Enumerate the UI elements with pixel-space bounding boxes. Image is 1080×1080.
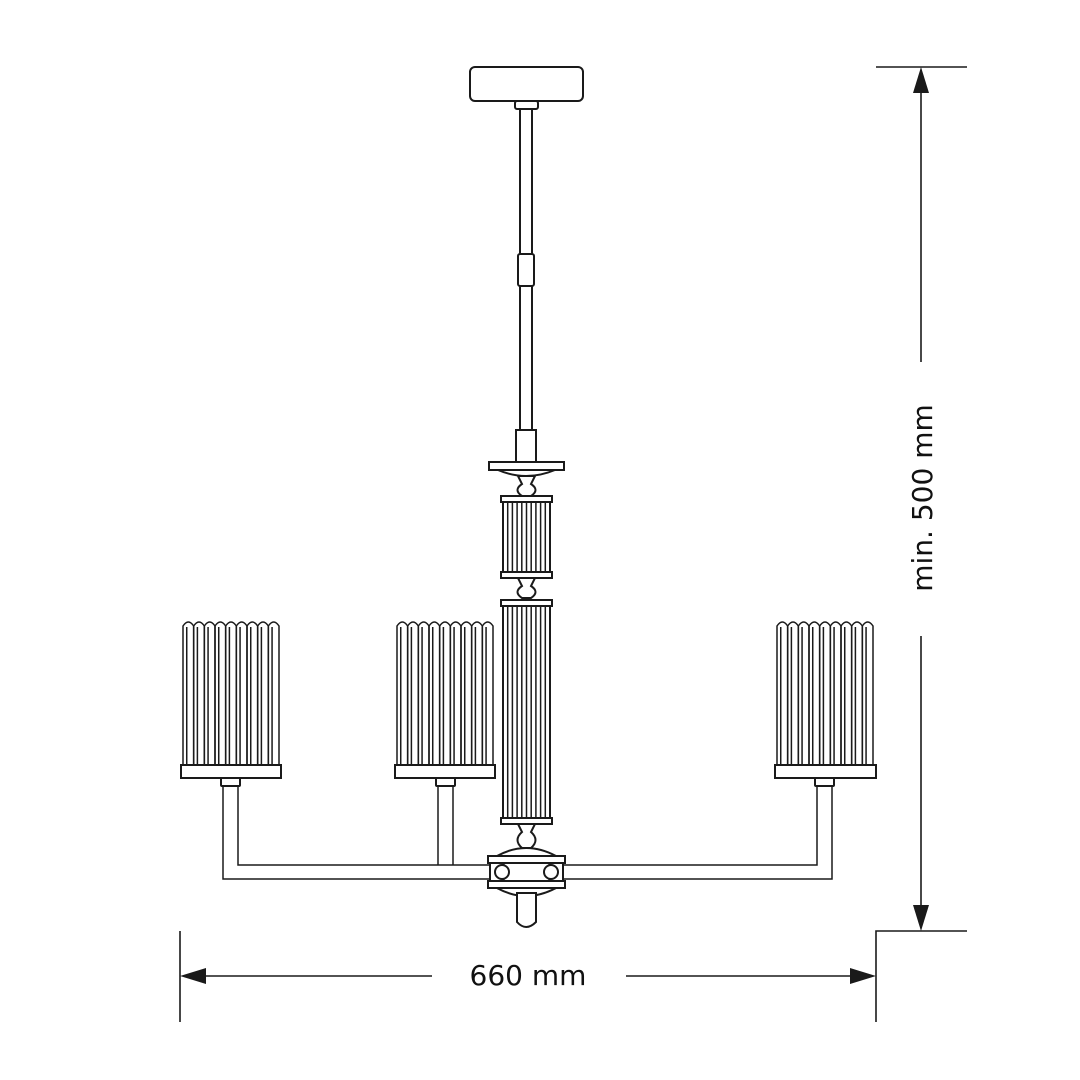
shade-rib bbox=[786, 621, 800, 765]
shade-rib bbox=[214, 621, 227, 765]
shade-rib bbox=[192, 621, 206, 765]
width-label: 660 mm bbox=[470, 959, 587, 992]
middle-arm bbox=[435, 777, 456, 865]
height-arrow-top bbox=[913, 67, 929, 93]
shade-rib bbox=[818, 621, 832, 765]
shade-rib bbox=[256, 621, 270, 765]
shade-rib bbox=[406, 621, 420, 765]
shade-rib bbox=[449, 621, 462, 765]
ceiling-canopy bbox=[469, 66, 584, 110]
rod-coupler bbox=[517, 253, 535, 287]
width-arrow-right bbox=[850, 968, 876, 984]
shade-left bbox=[180, 621, 282, 779]
arm-hub bbox=[487, 847, 566, 928]
shade-rib bbox=[829, 621, 842, 765]
column-upper-knuckle bbox=[516, 475, 537, 497]
height-arrow-bottom bbox=[913, 905, 929, 931]
shade-rib bbox=[470, 621, 484, 765]
hub-right-bolt bbox=[543, 864, 559, 880]
shade-rib bbox=[850, 621, 864, 765]
shade-rib bbox=[808, 621, 821, 765]
left-arm bbox=[220, 777, 492, 880]
shade-rib bbox=[203, 621, 216, 765]
shade-rib bbox=[797, 621, 810, 765]
shade-rib bbox=[267, 621, 280, 765]
shade-right-base bbox=[774, 764, 877, 779]
shade-rib bbox=[481, 621, 494, 765]
shade-rib bbox=[182, 621, 195, 765]
shade-rib bbox=[776, 621, 789, 765]
suspension-rod bbox=[515, 108, 537, 465]
shade-middle bbox=[394, 621, 496, 779]
shade-rib bbox=[417, 621, 430, 765]
width-dimension: 660 mm bbox=[179, 931, 876, 1022]
shade-rib bbox=[235, 621, 248, 765]
width-arrow-left bbox=[180, 968, 206, 984]
shade-rib bbox=[246, 621, 259, 765]
shade-rib bbox=[861, 621, 874, 765]
shade-right bbox=[774, 621, 877, 779]
shade-rib bbox=[438, 621, 452, 765]
height-dimension: min. 500 mm bbox=[875, 66, 967, 1022]
shade-rib bbox=[396, 621, 409, 765]
central-column bbox=[488, 461, 565, 849]
shade-rib bbox=[428, 621, 441, 765]
shade-rib bbox=[224, 621, 238, 765]
shade-middle-base bbox=[394, 764, 496, 779]
shade-rib bbox=[840, 621, 853, 765]
shade-rib bbox=[460, 621, 473, 765]
height-label: min. 500 mm bbox=[906, 404, 939, 592]
right-arm bbox=[562, 777, 835, 880]
column-top-plate bbox=[488, 461, 565, 471]
hub-left-bolt bbox=[494, 864, 510, 880]
shade-left-base bbox=[180, 764, 282, 779]
hub-finial bbox=[516, 892, 537, 928]
height-extension-bottom bbox=[875, 930, 967, 1022]
column-lower-knuckle bbox=[516, 823, 537, 849]
